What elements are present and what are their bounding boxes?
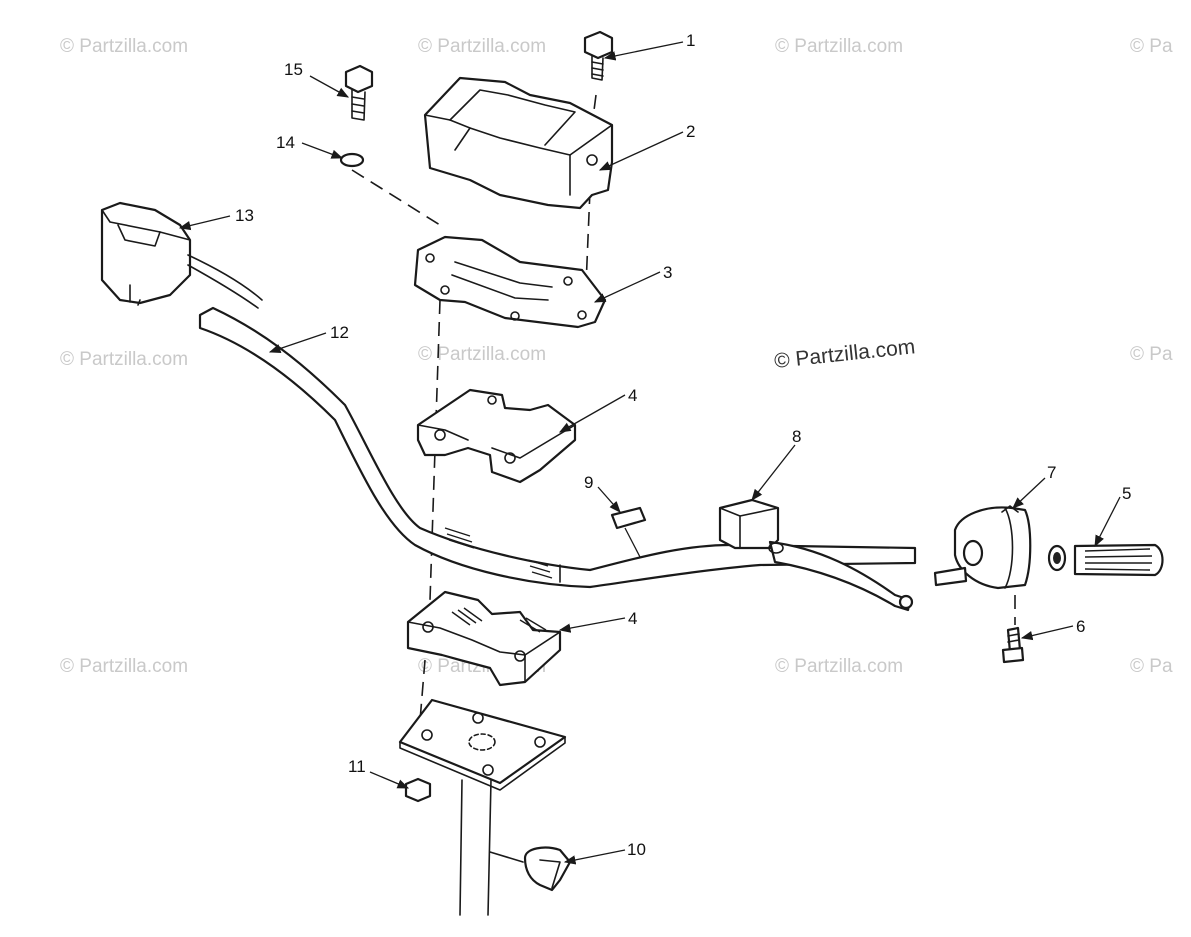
handlebar-cover [423, 76, 614, 210]
watermark: © Pa [1130, 656, 1173, 677]
upper-handlebar-clamp [416, 388, 577, 484]
callout-1: 1 [686, 31, 695, 50]
nut-part-11 [404, 777, 432, 803]
callout-11: 11 [348, 757, 366, 776]
callout-5: 5 [1122, 484, 1131, 503]
throttle-housing [933, 505, 1032, 590]
screw-part-6 [1001, 626, 1025, 664]
bolt-part-1 [583, 30, 614, 81]
callout-2: 2 [686, 122, 695, 141]
callout-9: 9 [584, 473, 593, 492]
decal-part-9 [610, 506, 647, 530]
callout-7: 7 [1047, 463, 1056, 482]
callout-10: 10 [627, 840, 646, 859]
bolt-part-15 [344, 64, 374, 121]
callout-4: 4 [628, 386, 637, 405]
lower-handlebar-clamp [406, 590, 562, 687]
callout-13: 13 [235, 206, 254, 225]
assembly-line [417, 299, 441, 746]
left-switch-housing [100, 201, 263, 309]
callout-3: 3 [663, 263, 672, 282]
callout-4-lower: 4 [628, 609, 637, 628]
watermark: © Pa [1130, 344, 1173, 365]
watermark: © Partzilla.com [775, 36, 903, 57]
watermark: © Partzilla.com [60, 656, 188, 677]
washer-part-14 [339, 152, 365, 168]
cover-base-plate [413, 235, 607, 329]
assembly-line [351, 169, 441, 226]
watermark: © Partzilla.com [775, 656, 903, 677]
brake-lever-assembly [718, 498, 914, 612]
watermark: © Partzilla.com [60, 349, 188, 370]
callout-labels: 1 2 3 4 4 5 6 7 8 9 10 11 12 13 14 15 [235, 31, 1131, 859]
partzilla-watermark: © Partzilla.com [773, 335, 916, 373]
watermark: © Pa [1130, 36, 1173, 57]
callout-6: 6 [1076, 617, 1085, 636]
watermark: © Partzilla.com [418, 344, 546, 365]
callout-15: 15 [284, 60, 303, 79]
watermark: © Partzilla.com [418, 36, 546, 57]
mount-plate [398, 698, 567, 791]
callout-12: 12 [330, 323, 349, 342]
watermark: © Partzilla.com [60, 36, 188, 57]
leader-lines [178, 41, 1121, 865]
callout-8: 8 [792, 427, 801, 446]
steering-column [459, 779, 492, 916]
hand-grip [1047, 543, 1164, 577]
clamp-part-10 [489, 846, 572, 892]
callout-14: 14 [276, 133, 295, 152]
